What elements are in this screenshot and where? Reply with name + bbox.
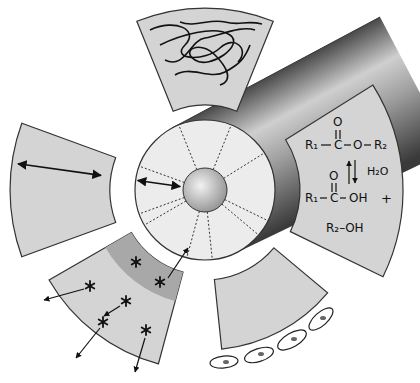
chem-label: O: [353, 139, 362, 151]
ring-section: [135, 120, 275, 260]
chem-label: R₂–OH: [326, 222, 364, 234]
chem-label: R₂: [374, 139, 387, 151]
cell-wedge: [209, 248, 336, 370]
chem-label: R₁: [305, 139, 318, 151]
hydrolysis-wedge: [286, 85, 403, 277]
chem-label: +: [381, 192, 392, 205]
release-wedge: [44, 233, 188, 373]
chem-label: OH: [349, 192, 367, 204]
chem-label: R₁: [305, 192, 318, 204]
chem-label: C: [334, 139, 342, 151]
polymer-wedge: [137, 8, 273, 111]
chem-label: H₂O: [367, 166, 388, 177]
chem-label: O: [333, 116, 342, 128]
chem-label: O: [329, 170, 338, 182]
thickness-wedge: [10, 123, 180, 256]
chem-label: C: [330, 192, 338, 204]
